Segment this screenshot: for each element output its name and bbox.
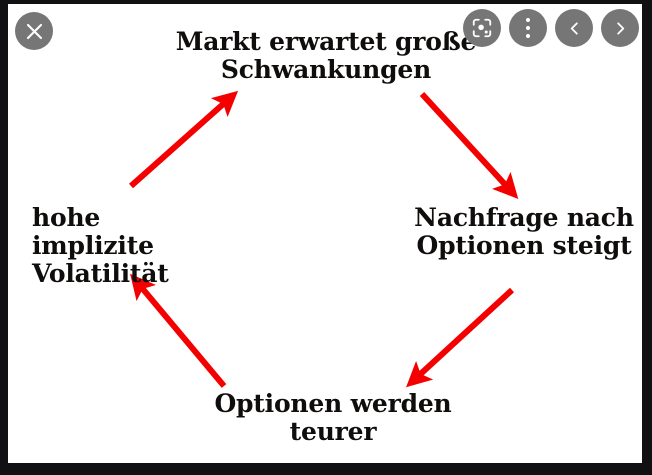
chevron-left-icon xyxy=(567,21,582,36)
image-canvas[interactable]: Markt erwartet große Schwankungen Nachfr… xyxy=(8,4,642,463)
close-button[interactable] xyxy=(15,12,53,50)
arrow-top-to-right xyxy=(419,91,519,199)
arrow-bottom-to-left xyxy=(130,273,227,388)
node-label-right: Nachfrage nach Optionen steigt xyxy=(414,203,634,260)
node-label-bottom: Optionen werden teurer xyxy=(214,389,452,446)
more-vertical-icon xyxy=(526,16,530,40)
chevron-right-icon xyxy=(613,21,628,36)
google-lens-icon xyxy=(471,17,493,39)
more-button[interactable] xyxy=(509,9,547,47)
node-label-left: hohe implizite Volatilität xyxy=(32,203,169,288)
arrow-left-to-top xyxy=(129,90,239,189)
arrow-right-to-bottom xyxy=(406,287,515,388)
prev-button[interactable] xyxy=(555,9,593,47)
next-button[interactable] xyxy=(601,9,639,47)
close-icon xyxy=(26,23,43,40)
lens-button[interactable] xyxy=(463,9,501,47)
cycle-diagram xyxy=(129,90,519,388)
node-label-top: Markt erwartet große Schwankungen xyxy=(175,27,477,84)
